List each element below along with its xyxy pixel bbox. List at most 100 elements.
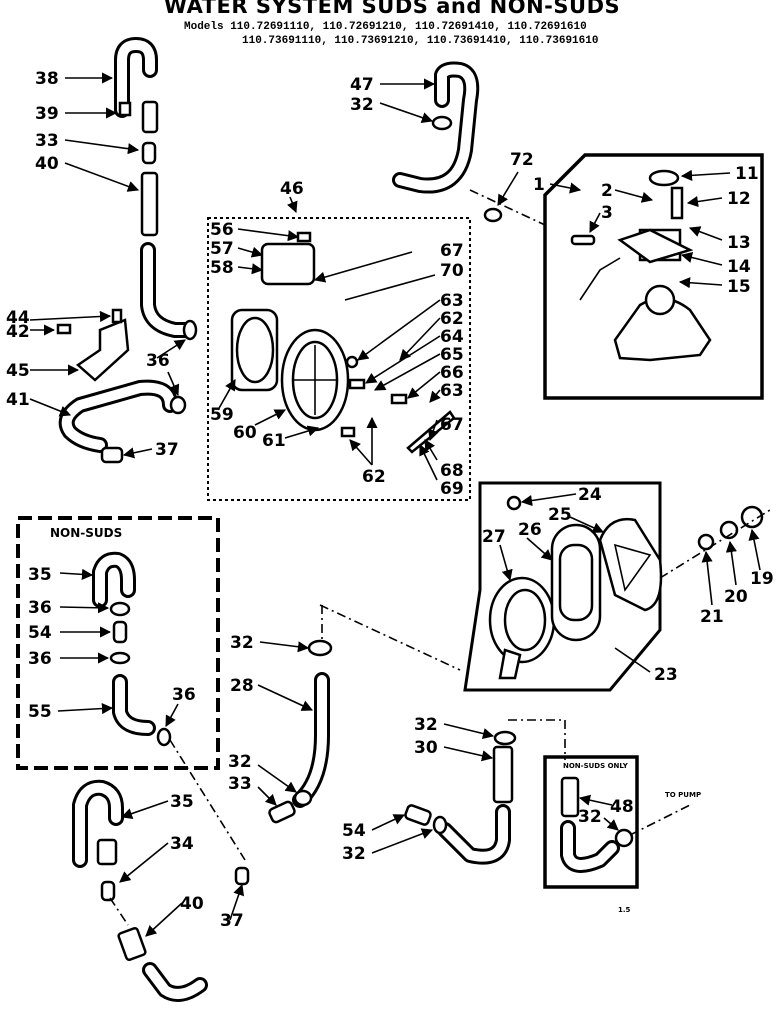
hose-28: [292, 672, 330, 808]
washer-21: [697, 533, 715, 551]
hose-48-lower: [560, 820, 620, 873]
callout-70: 70: [440, 261, 464, 281]
clamp-32-top: [431, 115, 453, 131]
callout-28: 28: [230, 676, 254, 696]
callout-59: 59: [210, 405, 234, 425]
callout-30: 30: [414, 738, 438, 758]
callout-1: 1: [533, 175, 545, 195]
diagram-title: WATER SYSTEM SUDS and NON-SUDS: [163, 0, 621, 18]
callout-45: 45: [6, 361, 30, 381]
callout-20: 20: [724, 587, 748, 607]
callout-35: 35: [170, 792, 194, 812]
callout-48: 48: [610, 797, 634, 817]
callout-35-ns: 35: [28, 565, 52, 585]
pump-assembly-frame: [207, 217, 471, 501]
callout-54-ns: 54: [28, 623, 52, 643]
hose-47: [392, 61, 480, 194]
clamp-39: [118, 101, 132, 117]
clamp-32-48: [614, 828, 634, 848]
clamp-37: [100, 446, 124, 464]
screw-44: [111, 308, 123, 324]
clamp-32-mid: [307, 639, 333, 657]
callout-34: 34: [170, 834, 194, 854]
callout-42: 42: [6, 322, 30, 342]
callout-27: 27: [482, 527, 506, 547]
callout-23: 23: [654, 665, 678, 685]
callout-32-mid: 32: [230, 633, 254, 653]
screw-42: [56, 323, 72, 335]
callout-72: 72: [510, 150, 534, 170]
connector-34: [100, 880, 116, 902]
callout-64: 64: [440, 327, 464, 347]
callout-69: 69: [440, 479, 464, 499]
hose-41-upper: [140, 242, 196, 338]
callout-36-ns-c: 36: [172, 685, 196, 705]
pump-assembly-46: [230, 231, 456, 454]
callout-labels: 38 39 33 40 47 32 72 1 11 2 12 3 13 14 1…: [6, 69, 774, 931]
callout-36-ns-a: 36: [28, 598, 52, 618]
hose-48: [560, 776, 580, 818]
callout-26: 26: [518, 520, 542, 540]
callout-67b: 67: [440, 415, 464, 435]
callout-41: 41: [6, 390, 30, 410]
connector-54-low: [404, 804, 432, 826]
callout-58: 58: [210, 258, 234, 278]
clamp-32-30: [493, 730, 517, 746]
callout-44: 44: [6, 308, 30, 328]
callout-32-low: 32: [228, 752, 252, 772]
callout-2: 2: [601, 181, 613, 201]
clamp-32-54: [432, 815, 448, 835]
connector-33-low: [268, 800, 296, 824]
callout-68: 68: [440, 461, 464, 481]
callout-40-low: 40: [180, 894, 204, 914]
callout-3: 3: [601, 203, 613, 223]
hose-40-low: [117, 927, 147, 961]
hose-55: [112, 674, 156, 736]
water-valve-assembly-1: [570, 169, 712, 362]
page-mark: 1.5: [618, 906, 631, 914]
clamp-36-upper: [182, 319, 198, 341]
non-suds-only-frame: [543, 755, 639, 889]
callout-21: 21: [700, 607, 724, 627]
hose-section-39: [141, 100, 159, 134]
leader-lines: [29, 72, 761, 937]
valve-assembly-frame: [543, 153, 764, 400]
callout-57: 57: [210, 239, 234, 259]
to-pump-label: TO PUMP: [665, 791, 701, 799]
callout-66: 66: [440, 363, 464, 383]
filter-assembly-23: [488, 495, 663, 680]
hose-section-35: [96, 838, 118, 866]
callout-39: 39: [35, 104, 59, 124]
non-suds-frame: [16, 516, 220, 770]
callout-19: 19: [750, 569, 774, 589]
clamp-36-ns-a: [109, 601, 131, 617]
callout-63: 63: [440, 291, 464, 311]
callout-67: 67: [440, 241, 464, 261]
callout-62b: 62: [362, 467, 386, 487]
clamp-36-ns-b: [109, 651, 131, 665]
clamp-36-ns-c: [156, 727, 172, 747]
model-numbers: Models 110.72691110, 110.72691210, 110.7…: [184, 20, 598, 48]
callout-38: 38: [35, 69, 59, 89]
callout-37-low: 37: [220, 911, 244, 931]
hose-41: [58, 379, 178, 453]
bracket-45: [75, 318, 130, 382]
callout-15: 15: [727, 277, 751, 297]
callout-32: 32: [350, 95, 374, 115]
hose-30-lower: [437, 804, 511, 865]
models-line-2: 110.73691110, 110.73691210, 110.73691410…: [242, 35, 599, 47]
callout-55: 55: [28, 702, 52, 722]
callout-56: 56: [210, 220, 234, 240]
knob-19: [740, 505, 764, 529]
callout-40: 40: [35, 154, 59, 174]
hose-40-lower-bend: [142, 962, 208, 1002]
callout-60: 60: [233, 423, 257, 443]
callout-14: 14: [727, 257, 751, 277]
callout-36-ns-b: 36: [28, 649, 52, 669]
connector-54-ns: [112, 620, 128, 644]
clamp-32-low: [293, 789, 313, 807]
connector-33: [141, 141, 157, 165]
filter-assembly-frame: [463, 481, 662, 692]
callout-11: 11: [735, 164, 759, 184]
